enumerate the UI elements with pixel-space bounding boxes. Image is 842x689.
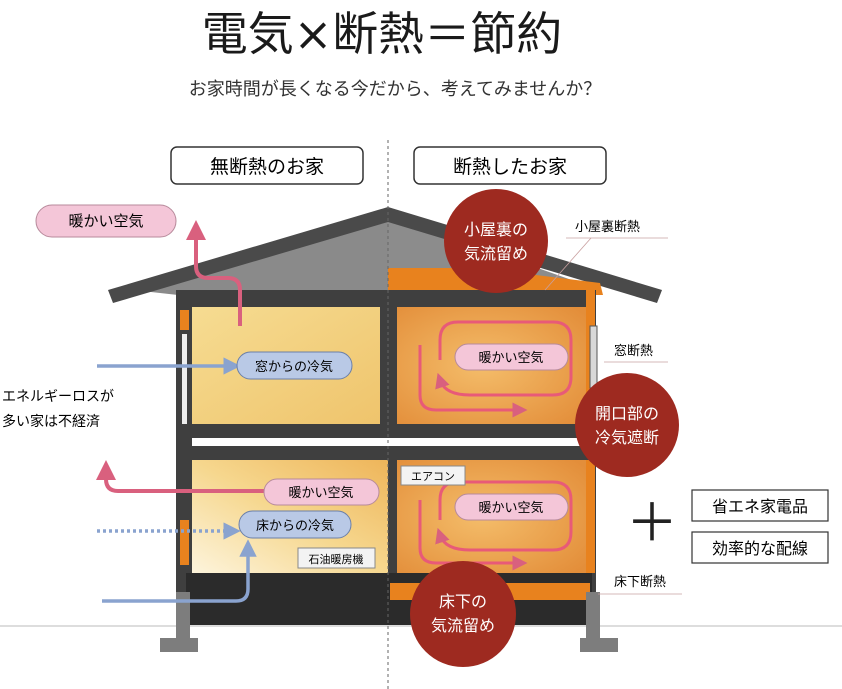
warm-air-label-lower-text: 暖かい空気 (288, 485, 353, 501)
attic-airflow-bubble: 小屋裏の 気流留め (444, 189, 548, 293)
panel-label-insulated: 断熱したお家 (413, 146, 607, 185)
aircon-label-text: エアコン (411, 470, 455, 483)
wall-insulation-lower (586, 460, 595, 573)
underfloor-airflow-bubble: 床下の 気流留め (410, 561, 516, 667)
window-frame-right (589, 325, 598, 389)
floor-cold-arrow (102, 539, 257, 603)
window-cold-label-text: 窓からの冷気 (255, 359, 333, 375)
plus-sign: ＋ (626, 494, 678, 554)
foundation-right (580, 638, 618, 652)
circulation-loop-lower-inner (418, 500, 528, 571)
panel-label-no-insulation: 無断熱のお家 (170, 146, 364, 185)
attic-insulation-leader (544, 237, 592, 291)
warm-air-label-top-text: 暖かい空気 (68, 212, 143, 230)
floor-bubble-line2: 気流留め (431, 616, 495, 635)
panel-label-insulated-text: 断熱したお家 (453, 156, 567, 178)
opening-cold-block-bubble: 開口部の 冷気遮断 (575, 373, 679, 477)
foundation-left-post (176, 592, 190, 640)
attic-airflow-bubble-line1: 小屋裏の (464, 220, 528, 239)
foundation-right-post (586, 592, 600, 640)
warm-air-escape-arrow (96, 460, 268, 493)
opening-bubble-line1: 開口部の (595, 404, 659, 423)
panel-label-no-insulation-text: 無断熱のお家 (210, 156, 324, 178)
warm-air-label-lower-right-text: 暖かい空気 (478, 500, 543, 516)
circulation-loop-upper (435, 320, 573, 397)
opening-bubble-line2: 冷気遮断 (595, 428, 659, 447)
energy-loss-line2: 多い家は不経済 (2, 413, 100, 430)
warm-air-label-upper-right: 暖かい空気 (454, 343, 569, 371)
attic-insulation-label: 小屋裏断熱 (575, 220, 640, 235)
window-left-glass (182, 334, 187, 424)
wiring-box-text: 効率的な配線 (712, 539, 808, 558)
warm-air-label-lower-right: 暖かい空気 (454, 493, 569, 521)
roof-eave-left (108, 207, 388, 303)
aircon-label: エアコン (400, 465, 466, 486)
warm-air-label-upper-right-text: 暖かい空気 (478, 350, 543, 366)
energy-loss-line1: エネルギーロスが (2, 389, 114, 405)
attic-airflow-bubble-line2: 気流留め (464, 244, 528, 263)
foundation-left (160, 638, 198, 652)
heater-label-text: 石油暖房機 (309, 552, 364, 566)
warm-air-label-top: 暖かい空気 (35, 204, 177, 238)
floor-bubble-line1: 床下の (439, 592, 487, 611)
appliances-box-text: 省エネ家電品 (712, 497, 808, 516)
appliances-box: 省エネ家電品 (691, 489, 829, 522)
window-insulation-label: 窓断熱 (614, 343, 653, 359)
window-lower-left (180, 520, 189, 565)
floor-insulation-label: 床下断熱 (614, 575, 666, 590)
heater-label: 石油暖房機 (297, 547, 376, 569)
floor-cold-label-text: 床からの冷気 (256, 518, 334, 534)
page-subtitle: お家時間が長くなる今だから、考えてみませんか？ (189, 79, 602, 100)
page-title: 電気×断熱＝節約 (202, 7, 563, 61)
circulation-loop-upper-inner (418, 345, 528, 418)
warm-air-rise-arrow (186, 220, 242, 326)
warm-air-label-lower: 暖かい空気 (263, 478, 380, 506)
window-upper-left (180, 310, 189, 330)
mid-floor-gap (192, 438, 586, 446)
floor-cold-label: 床からの冷気 (238, 510, 352, 539)
window-cold-label: 窓からの冷気 (236, 351, 353, 380)
wiring-box: 効率的な配線 (691, 531, 829, 564)
